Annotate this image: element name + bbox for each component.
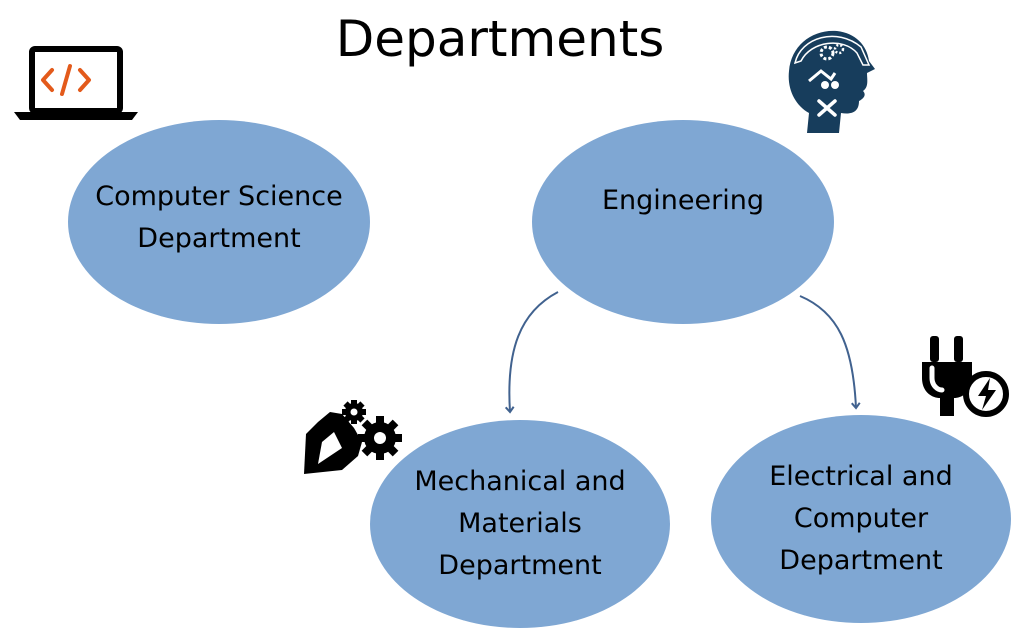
arrow-engineering-to-electrical — [799, 295, 861, 410]
node-mechanical: Mechanical and Materials Department — [370, 420, 670, 628]
engineer-head-icon — [788, 30, 875, 133]
node-engineering: Engineering — [532, 120, 834, 324]
node-mechanical-line2: Materials — [458, 508, 582, 539]
power-plug-icon — [922, 336, 1009, 417]
node-engineering-label: Engineering — [602, 185, 764, 216]
laptop-code-icon — [14, 46, 138, 120]
arrow-engineering-to-mechanical — [504, 291, 559, 414]
node-mechanical-line3: Department — [438, 550, 602, 581]
node-mechanical-line1: Mechanical and — [414, 466, 626, 497]
node-computer-science-line1: Computer Science — [95, 181, 343, 212]
page-title: Departments — [335, 10, 665, 68]
gears-icon — [304, 400, 402, 474]
node-computer-science: Computer Science Department — [68, 120, 370, 324]
node-electrical-line1: Electrical and — [769, 461, 953, 492]
node-electrical: Electrical and Computer Department — [711, 415, 1011, 623]
node-computer-science-line2: Department — [137, 223, 301, 254]
node-electrical-line2: Computer — [793, 503, 929, 534]
node-electrical-line3: Department — [779, 545, 943, 576]
